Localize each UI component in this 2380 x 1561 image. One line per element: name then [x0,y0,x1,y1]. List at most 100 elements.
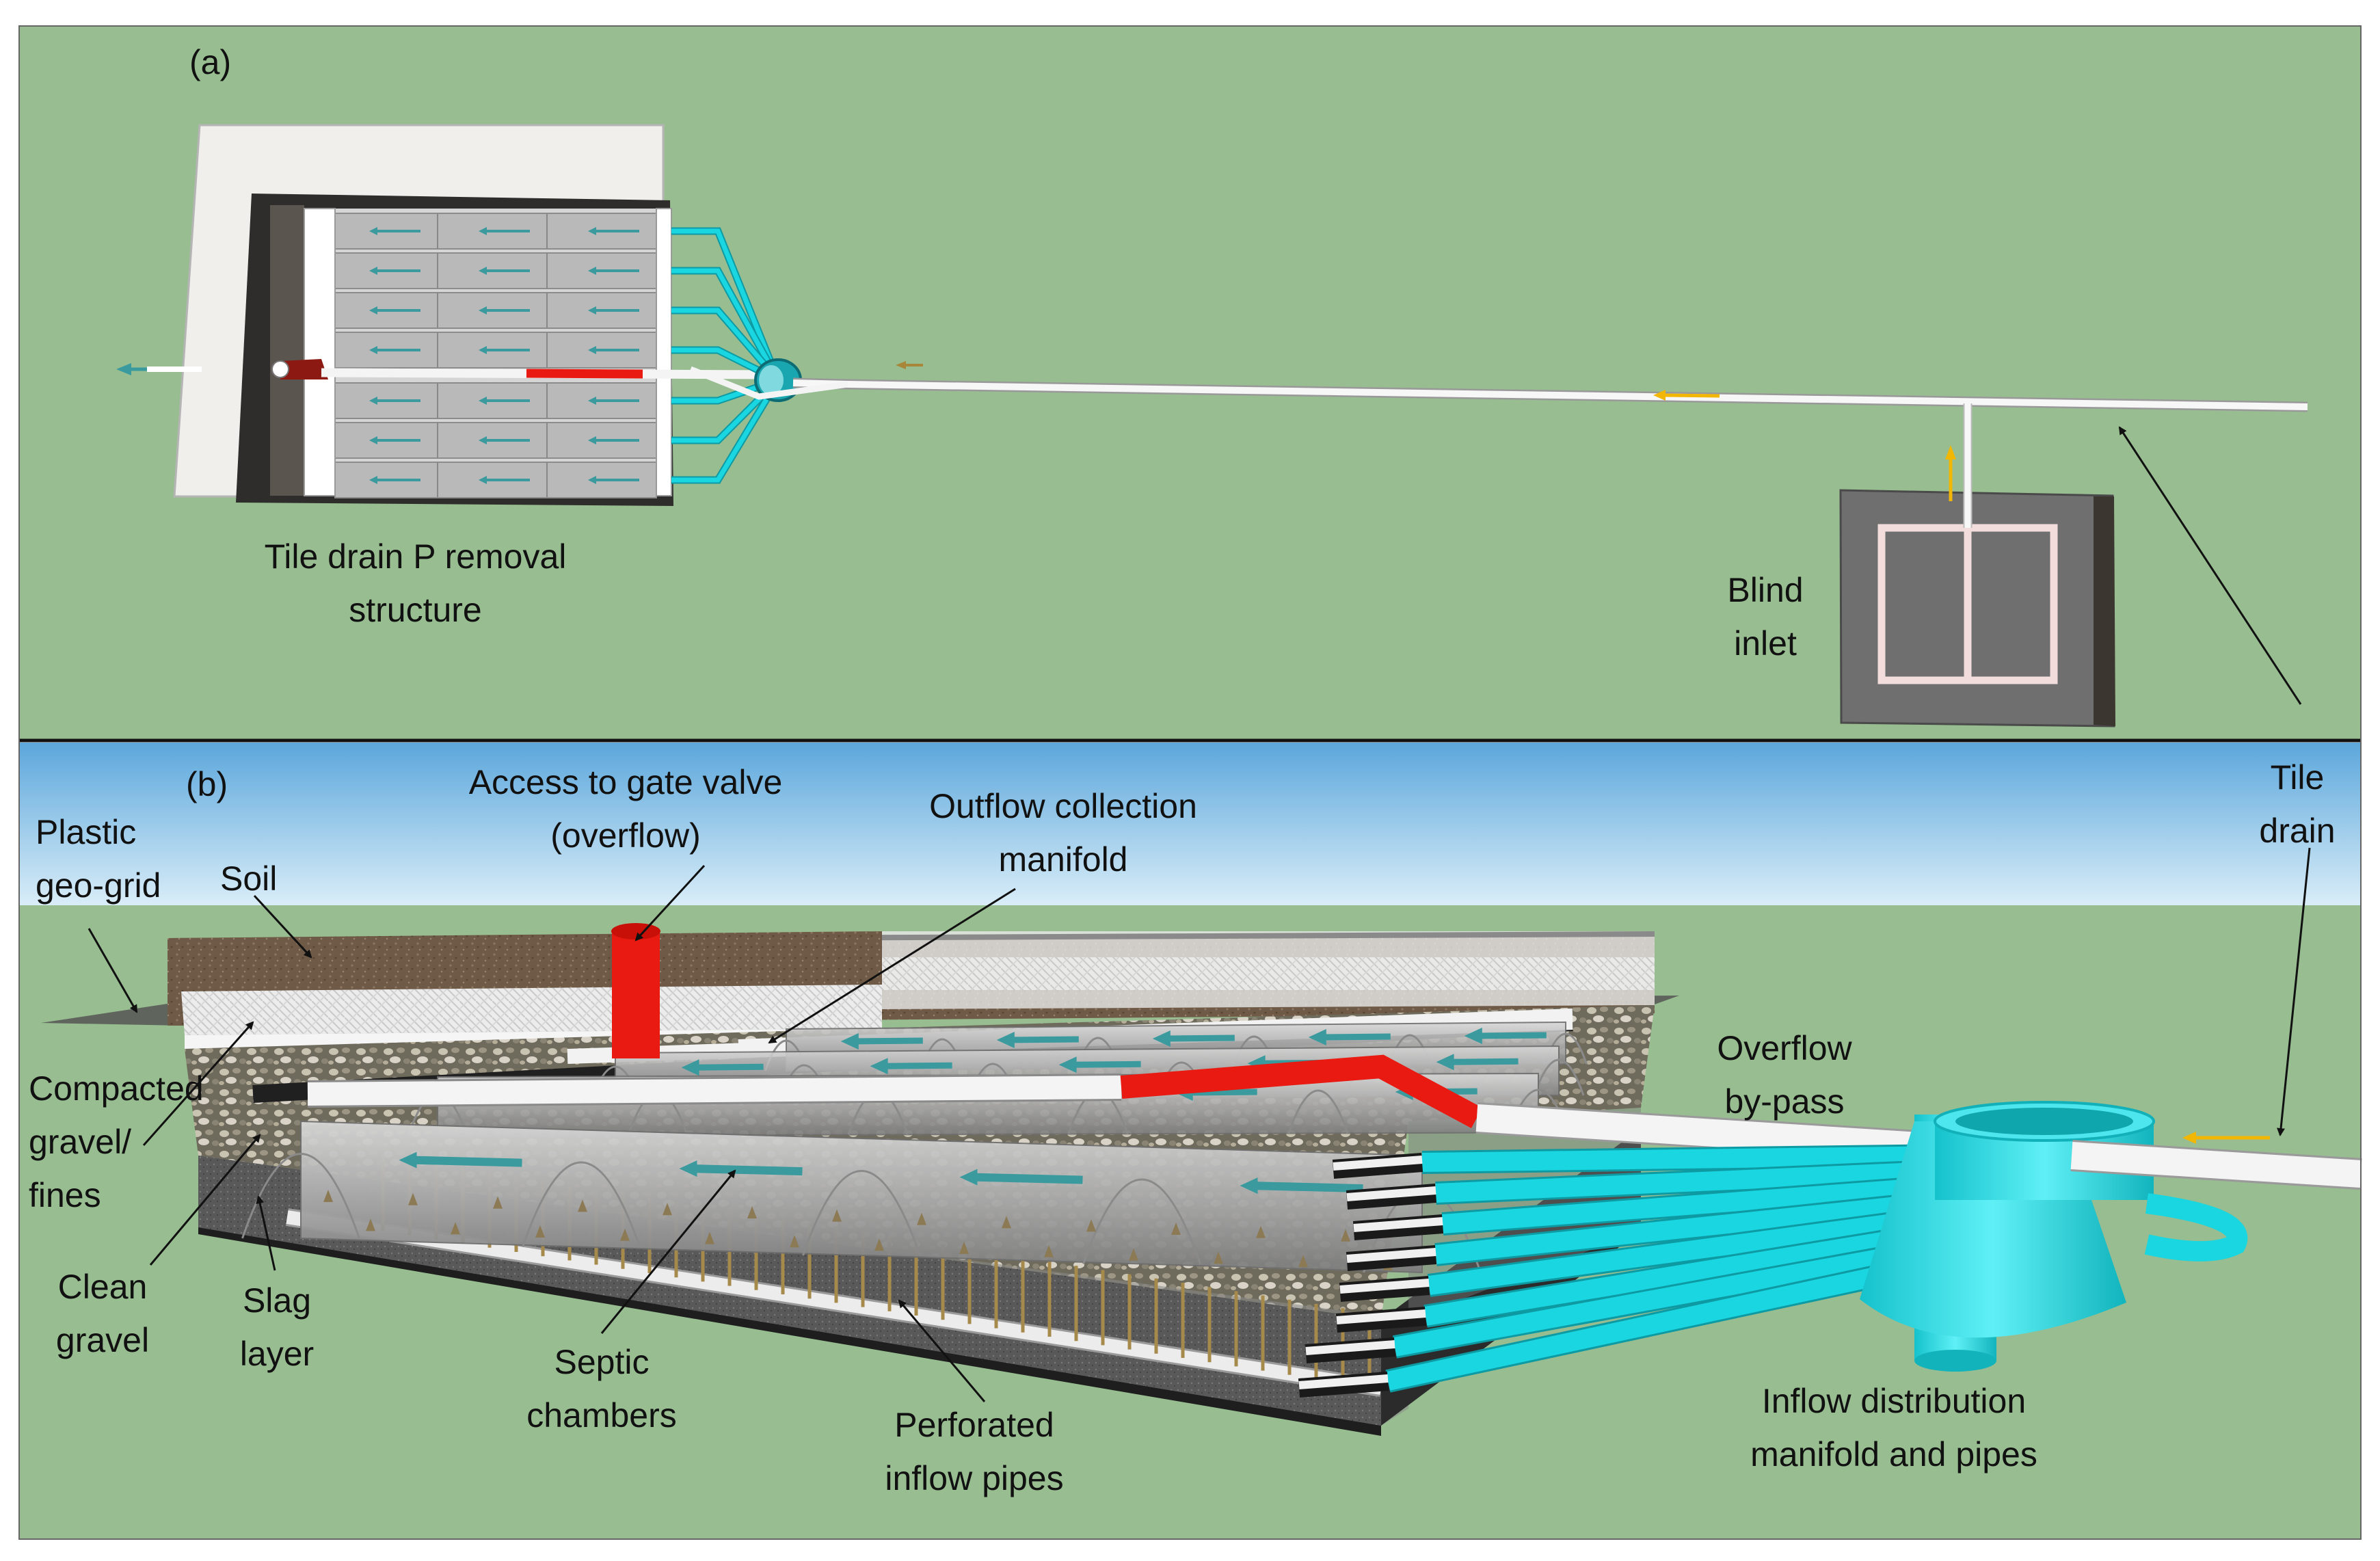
plan-flow-arrowhead [588,306,596,315]
back-wall-hatch [882,957,1655,990]
chamber-vent [832,1209,842,1222]
plan-inflow-connector [689,366,848,400]
plan-small-flow-arrow [896,361,906,369]
plan-inflow-pipe [671,308,780,382]
inflow-pipe [1434,1191,1950,1264]
panel-a [19,26,2361,741]
inflow-pipe [1386,1251,1951,1391]
chamber-vent [451,1222,460,1235]
chamber-flow-arrowhead [679,1160,697,1177]
chamber-vent [1214,1251,1223,1264]
label-gate-valve-access: Access to gate valve (overflow) [468,763,783,855]
plan-flow-arrowhead [588,476,596,484]
inflow-distribution-manifold [1860,1101,2248,1372]
blind-inlet-edge [2094,496,2115,726]
label-soil: Soil [220,859,278,898]
inflow-pipe-inner-highlight [1346,1186,1436,1201]
plan-outlet-arrow [116,363,131,375]
compacted-layer [181,985,882,1035]
plan-flow-arrowhead [479,397,487,405]
inflow-pipe-inner-highlight [1339,1279,1430,1294]
inflow-pipe [1393,1236,1951,1357]
plan-flow-arrowhead [479,267,487,275]
blind-inlet-slab [1839,489,2115,728]
figure-border [18,25,2362,1540]
plan-flow-arrowhead [479,346,487,354]
plan-inflow-pipe [671,228,781,382]
chamber-flow-arrow [973,1173,1083,1184]
plan-flow-arrowhead [479,436,487,444]
chamber-flow-arrowhead [1464,1028,1482,1044]
chamber-flow-arrowhead [870,1058,888,1075]
label-perforated-inflow-pipes: Perforated inflow pipes [885,1406,1064,1497]
chamber-vent [1044,1244,1054,1257]
plan-flow-arrowhead [588,227,596,235]
bypass-pipe-front-fill [2070,1142,2362,1188]
chamber-vent [620,1228,630,1241]
inflow-pipe-inner-highlight [1353,1217,1443,1232]
plan-flow-arrowhead [588,436,596,444]
manifold-lower-base [1914,1350,1996,1372]
structure-gravel-edge [270,205,304,496]
label-p-removal-structure: Tile drain P removal structure [264,537,567,629]
label-plastic-geo-grid: Plastic geo-grid [36,813,161,905]
panel-b-tag: (b) [186,765,228,803]
plan-flow-arrowhead [479,476,487,484]
chamber-flow-arrow [1478,1032,1547,1039]
tile-drain-flow-arrow [1653,390,1666,401]
manifold-loop-pipe [2144,1193,2248,1262]
inflow-distribution-pipes [1298,1144,1951,1398]
panel-b [19,426,2362,1539]
label-overflow-bypass: Overflow by-pass [1717,1029,1852,1121]
chamber-flow-arrowhead [1058,1056,1077,1073]
chamber-vent [323,1190,333,1202]
chamber-vent [1002,1216,1011,1229]
chamber-flow-arrowhead [681,1059,699,1076]
chamber-vent [790,1235,799,1248]
inflow-pipe-inner-highlight [1333,1156,1423,1171]
plan-flow-arrowhead [369,436,377,444]
chamber-vent [1086,1219,1096,1232]
chamber-arch [802,1170,921,1256]
leader-geo-grid [88,928,138,1013]
inflow-pipe [1423,1221,1951,1326]
chamber-vent [1171,1223,1181,1235]
leader-perforated [898,1299,986,1402]
plan-flow-arrowhead [588,346,596,354]
chamber-vent [917,1212,926,1225]
inflow-pipe-inner-highlight [1305,1340,1395,1355]
chamber-vent [366,1218,375,1231]
leader-clean-gravel [149,1134,261,1266]
plan-flow-arrowhead [588,267,596,275]
label-clean-gravel: Clean gravel [55,1268,150,1359]
chamber-flow-arrow [1166,1035,1235,1042]
chamber-vent [578,1199,587,1212]
plan-inflow-pipe [671,378,780,443]
chamber-flow-arrow [693,1164,803,1176]
chamber-vent [663,1203,672,1216]
chamber-flow-arrowhead [996,1032,1015,1048]
panel-a-tag: (a) [189,43,232,81]
overflow-bypass-red [1120,1054,1483,1128]
chamber-flow-arrow [883,1062,952,1069]
label-inflow-distribution: Inflow distribution manifold and pipes [1750,1382,2037,1473]
chamber-vent [747,1206,757,1218]
leader-tile-drain-b [2277,847,2311,1136]
plan-inflow-pipe [671,268,781,382]
chamber-flow-arrow [1253,1182,1363,1193]
chamber-flow-arrow [412,1156,522,1167]
perforated-pipe [286,1210,1382,1395]
leader-compacted [142,1021,254,1146]
leader-soil [253,894,312,959]
chamber-flow-arrow [1072,1060,1141,1068]
chamber-vent [1298,1255,1308,1268]
plan-gate-valve [280,359,328,379]
leader-gate-valve [634,864,706,942]
slag-bottom-edge [198,1227,1381,1436]
chamber-flow-arrowhead [399,1151,417,1169]
manifold-top-opening [1955,1108,2133,1135]
plan-flow-arrowhead [369,227,377,235]
plan-outflow-manifold [304,208,336,496]
plan-flow-arrowhead [369,306,377,315]
